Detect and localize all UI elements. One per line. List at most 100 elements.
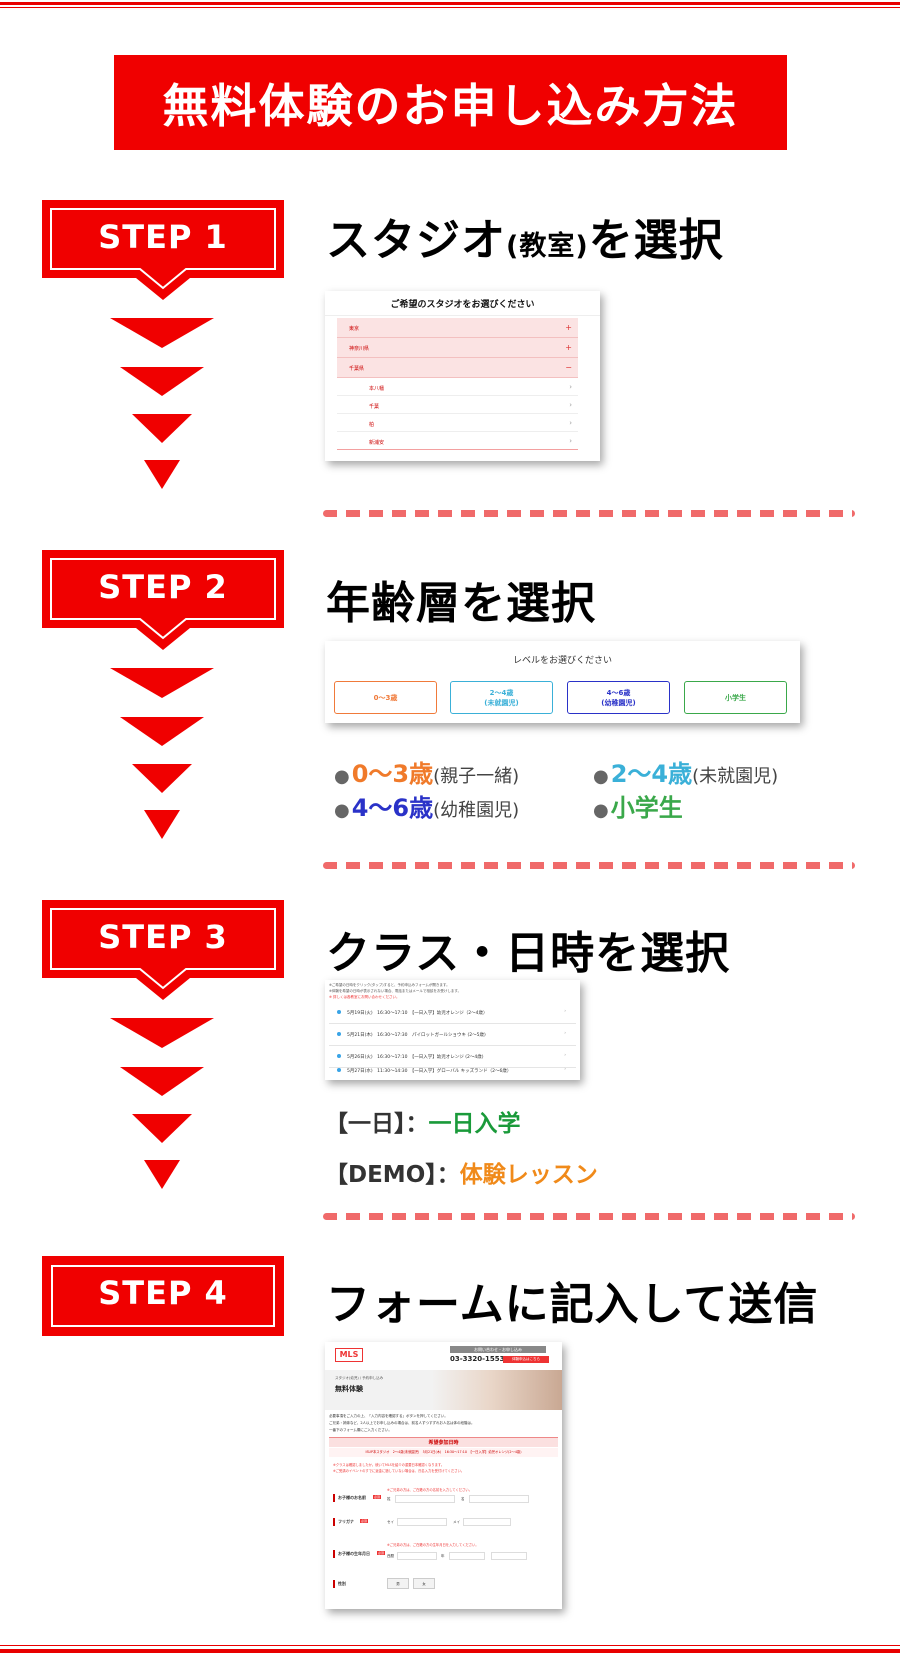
level-button-label: 2〜4歳 xyxy=(489,688,514,697)
age-range: 2〜4歳 xyxy=(610,760,693,788)
studio-pref-label: 神奈川県 xyxy=(349,346,370,352)
step-3-label: STEP 3 xyxy=(98,918,228,956)
class-row[interactable]: 5月19日(火) 16:30〜17:10 【一日入学】幼児オレンジ（2〜4歳） › xyxy=(329,1002,576,1024)
field-label: 性別 xyxy=(338,1581,346,1586)
field-sublabel: 年 xyxy=(441,1554,445,1558)
field-label: お子様の生年月日 xyxy=(338,1551,370,1556)
level-button-0-3[interactable]: 0〜3歳 xyxy=(334,681,437,714)
kana-last-input[interactable] xyxy=(397,1518,447,1526)
class-row[interactable]: 5月27日(水) 11:30〜14:30 【一日入学】グローバル キッズランド（… xyxy=(329,1060,576,1080)
age-note: (未就園児) xyxy=(692,766,779,787)
studio-row[interactable]: 千葉 › xyxy=(337,396,578,414)
contact-label: お問い合わせ・お申し込み xyxy=(450,1346,546,1353)
field-sublabel: セイ xyxy=(387,1520,394,1524)
kana-first-input[interactable] xyxy=(463,1518,511,1526)
required-badge: 必須 xyxy=(360,1519,369,1523)
first-name-input[interactable] xyxy=(469,1495,529,1503)
age-range: 0〜3歳 xyxy=(351,760,434,788)
chevron-right-icon: › xyxy=(569,401,572,409)
warning-text: ※クラスは確認しましたか。続いてMLSを紹介の重要日本確認くなります。 xyxy=(333,1463,445,1467)
level-button-4-6[interactable]: 4〜6歳(幼稚園児) xyxy=(567,681,670,714)
level-select-screenshot: レベルをお選びください 0〜3歳 2〜4歳(未就園児) 4〜6歳(幼稚園児) 小… xyxy=(325,641,800,723)
step-3-badge: STEP 3 xyxy=(42,900,284,1016)
bottom-border xyxy=(0,1643,900,1655)
class-select-screenshot: ※ご希望の日時をクリック(タップ)すると、予約申込みフォームが開きます。 ※体験… xyxy=(325,980,580,1080)
chevron-right-icon: › xyxy=(564,1067,566,1072)
bullet-icon: ● xyxy=(593,766,609,787)
down-arrow-icon xyxy=(120,367,204,396)
last-name-input[interactable] xyxy=(395,1495,455,1503)
field-sublabel: 西暦 xyxy=(387,1554,394,1558)
step-1-heading-main: スタジオ xyxy=(326,215,506,266)
bullet-icon xyxy=(337,1010,341,1014)
trial-apply-button[interactable]: 体験申込はこちら xyxy=(503,1356,549,1363)
step-1-label: STEP 1 xyxy=(98,218,228,256)
hero-image xyxy=(325,1370,562,1410)
gender-female-button[interactable]: 女 xyxy=(413,1578,435,1589)
studio-row[interactable]: 柏› xyxy=(337,414,578,432)
step-1-heading-small: (教室) xyxy=(506,231,589,262)
field-hint: ※ご兄弟の方は、ご在籍の方の生年月日を入力してください。 xyxy=(387,1543,479,1547)
studio-label: 柏 xyxy=(369,422,375,428)
class-row[interactable]: 5月21日(木) 16:30〜17:30 パイロットガールショウキ (2〜5歳)… xyxy=(329,1024,576,1046)
required-badge: 必須 xyxy=(373,1495,382,1499)
dotted-divider xyxy=(323,862,855,869)
plus-icon: + xyxy=(565,343,572,352)
level-select-header: レベルをお選びください xyxy=(512,656,612,666)
level-button-label: 4〜6歳 xyxy=(606,688,631,697)
gender-male-button[interactable]: 男 xyxy=(387,1578,409,1589)
level-button-2-4[interactable]: 2〜4歳(未就園児) xyxy=(450,681,553,714)
bullet-icon xyxy=(337,1068,341,1072)
studio-select-header: ご希望のスタジオをお選びください xyxy=(325,291,600,316)
studio-label: 千葉 xyxy=(369,404,380,410)
field-marker xyxy=(333,1580,335,1588)
intro-text: 一番下のフォーム欄にご入力ください。 xyxy=(329,1428,392,1432)
birth-year-input[interactable] xyxy=(397,1552,437,1560)
class-note: ※ 詳しくは各教室にお問い合わせください。 xyxy=(329,995,400,999)
legend-key: 【一日】 xyxy=(325,1111,406,1137)
legend-item: 【DEMO】：体験レッスン xyxy=(325,1155,598,1189)
down-arrow-icon xyxy=(110,668,214,698)
section-title: 希望参加日時 xyxy=(329,1437,558,1447)
step-3-heading: クラス・日時を選択 xyxy=(326,928,731,979)
warning-text: ※ご受講のイベントのすでに返金に適していない場合は、氏名入力を受付けてください。 xyxy=(333,1469,465,1473)
class-row-text: 5月27日(水) 11:30〜14:30 【一日入学】グローバル キッズランド（… xyxy=(347,1069,512,1074)
field-label: フリガナ xyxy=(338,1519,354,1524)
age-item: ●4〜6歳(幼稚園児) xyxy=(334,788,519,823)
level-button-elementary[interactable]: 小学生 xyxy=(684,681,787,714)
step-2-label: STEP 2 xyxy=(98,568,228,606)
step-4-label: STEP 4 xyxy=(98,1274,228,1312)
studio-row[interactable]: 新浦安› xyxy=(337,432,578,450)
mls-logo: MLS xyxy=(335,1348,363,1362)
step-2-badge: STEP 2 xyxy=(42,550,284,666)
studio-pref-row[interactable]: 千葉県 − xyxy=(337,358,578,378)
down-arrow-icon xyxy=(132,1114,192,1143)
level-button-label: 小学生 xyxy=(725,693,746,702)
field-marker xyxy=(333,1494,335,1502)
bullet-icon xyxy=(337,1032,341,1036)
studio-pref-label: 千葉県 xyxy=(349,366,365,372)
dotted-divider xyxy=(323,1213,855,1220)
required-badge: 必須 xyxy=(377,1551,386,1555)
down-arrow-icon xyxy=(120,1067,204,1096)
minus-icon: − xyxy=(565,363,572,372)
class-row-text: 5月19日(火) 16:30〜17:10 【一日入学】幼児オレンジ（2〜4歳） xyxy=(347,1011,488,1016)
dotted-divider xyxy=(323,510,855,517)
field-sublabel: 姓 xyxy=(387,1497,391,1501)
chevron-right-icon: › xyxy=(564,1009,566,1014)
step-2-heading: 年齢層を選択 xyxy=(326,578,596,629)
studio-pref-row[interactable]: 東京+ xyxy=(337,318,578,338)
legend-sep: ： xyxy=(405,1111,429,1137)
birth-day-input[interactable] xyxy=(491,1552,527,1560)
class-row-text: 5月21日(木) 16:30〜17:30 パイロットガールショウキ (2〜5歳) xyxy=(347,1033,486,1038)
class-row-text: 5月26日(火) 16:30〜17:10 【一日入学】幼児オレンジ (2〜4歳) xyxy=(347,1055,484,1060)
age-item: ●小学生 xyxy=(593,788,683,823)
class-row[interactable]: 5月26日(火) 16:30〜17:10 【一日入学】幼児オレンジ (2〜4歳)… xyxy=(329,1046,576,1068)
studio-pref-row[interactable]: 神奈川県 + xyxy=(337,338,578,358)
level-button-sublabel: (幼稚園児) xyxy=(601,698,636,707)
studio-row[interactable]: 本八幡› xyxy=(337,378,578,396)
bullet-icon xyxy=(337,1054,341,1058)
down-arrow-icon xyxy=(110,1018,214,1048)
birth-month-input[interactable] xyxy=(449,1552,485,1560)
step-1-heading: スタジオ(教室)を選択 xyxy=(326,204,724,268)
